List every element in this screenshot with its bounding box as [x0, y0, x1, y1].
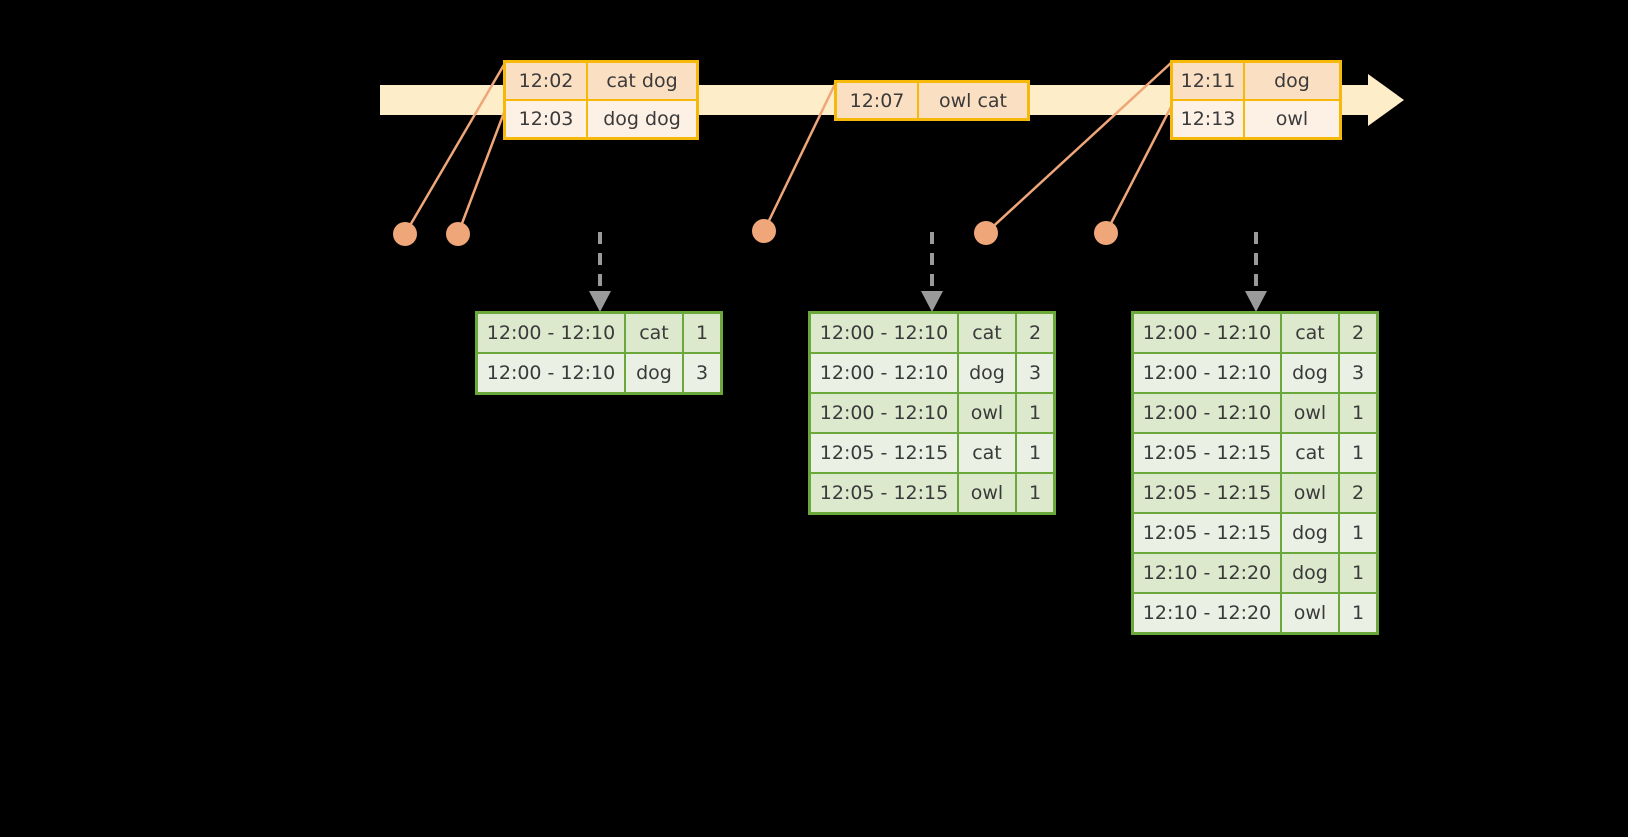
word-cell: dog [1282, 514, 1340, 552]
event-row: 12:03 dog dog [506, 99, 696, 137]
word-cell: owl [1282, 394, 1340, 432]
count-cell: 1 [1017, 474, 1053, 512]
window-cell: 12:00 - 12:10 [478, 354, 626, 392]
event-time: 12:07 [837, 83, 919, 118]
event-dot-5 [1094, 221, 1118, 245]
count-cell: 3 [684, 354, 720, 392]
word-cell: cat [1282, 434, 1340, 472]
window-cell: 12:00 - 12:10 [811, 354, 959, 392]
word-cell: owl [959, 474, 1017, 512]
event-words: dog [1245, 63, 1339, 99]
count-cell: 2 [1340, 474, 1376, 512]
word-cell: dog [626, 354, 684, 392]
window-cell: 12:10 - 12:20 [1134, 594, 1282, 632]
event-group-1[interactable]: 12:02 cat dog 12:03 dog dog [503, 60, 699, 140]
event-time: 12:02 [506, 63, 588, 99]
event-words: owl [1245, 101, 1339, 137]
event-row: 12:07 owl cat [837, 83, 1027, 118]
event-group-2[interactable]: 12:07 owl cat [834, 80, 1030, 121]
window-cell: 12:05 - 12:15 [1134, 514, 1282, 552]
window-cell: 12:05 - 12:15 [1134, 434, 1282, 472]
event-row: 12:11 dog [1173, 63, 1339, 99]
event-row: 12:02 cat dog [506, 63, 696, 99]
window-cell: 12:00 - 12:10 [1134, 394, 1282, 432]
window-cell: 12:00 - 12:10 [478, 314, 626, 352]
event-group-3[interactable]: 12:11 dog 12:13 owl [1170, 60, 1342, 140]
event-dot-4 [974, 221, 998, 245]
event-time: 12:11 [1173, 63, 1245, 99]
event-words: cat dog [588, 63, 696, 99]
window-cell: 12:00 - 12:10 [1134, 314, 1282, 352]
count-cell: 1 [1340, 514, 1376, 552]
event-dot-3 [752, 219, 776, 243]
event-row: 12:13 owl [1173, 99, 1339, 137]
window-cell: 12:10 - 12:20 [1134, 554, 1282, 592]
count-cell: 1 [1017, 434, 1053, 472]
window-cell: 12:00 - 12:10 [811, 314, 959, 352]
word-cell: dog [959, 354, 1017, 392]
word-cell: owl [959, 394, 1017, 432]
count-cell: 1 [1340, 394, 1376, 432]
count-cell: 1 [1340, 594, 1376, 632]
word-cell: dog [1282, 554, 1340, 592]
event-words: owl cat [919, 83, 1027, 118]
event-dot-2 [446, 222, 470, 246]
window-cell: 12:05 - 12:15 [811, 474, 959, 512]
count-cell: 1 [1017, 394, 1053, 432]
count-cell: 2 [1017, 314, 1053, 352]
word-cell: dog [1282, 354, 1340, 392]
window-cell: 12:05 - 12:15 [811, 434, 959, 472]
count-cell: 1 [1340, 434, 1376, 472]
window-cell: 12:00 - 12:10 [1134, 354, 1282, 392]
count-cell: 1 [684, 314, 720, 352]
word-cell: cat [626, 314, 684, 352]
word-cell: cat [1282, 314, 1340, 352]
word-cell: owl [1282, 474, 1340, 512]
event-time: 12:13 [1173, 101, 1245, 137]
count-cell: 1 [1340, 554, 1376, 592]
word-cell: owl [1282, 594, 1340, 632]
timeline-arrowhead [1368, 74, 1404, 126]
event-words: dog dog [588, 101, 696, 137]
event-dot-1 [393, 222, 417, 246]
count-cell: 3 [1017, 354, 1053, 392]
event-time: 12:03 [506, 101, 588, 137]
count-cell: 2 [1340, 314, 1376, 352]
window-cell: 12:05 - 12:15 [1134, 474, 1282, 512]
word-cell: cat [959, 314, 1017, 352]
count-cell: 3 [1340, 354, 1376, 392]
window-cell: 12:00 - 12:10 [811, 394, 959, 432]
word-cell: cat [959, 434, 1017, 472]
